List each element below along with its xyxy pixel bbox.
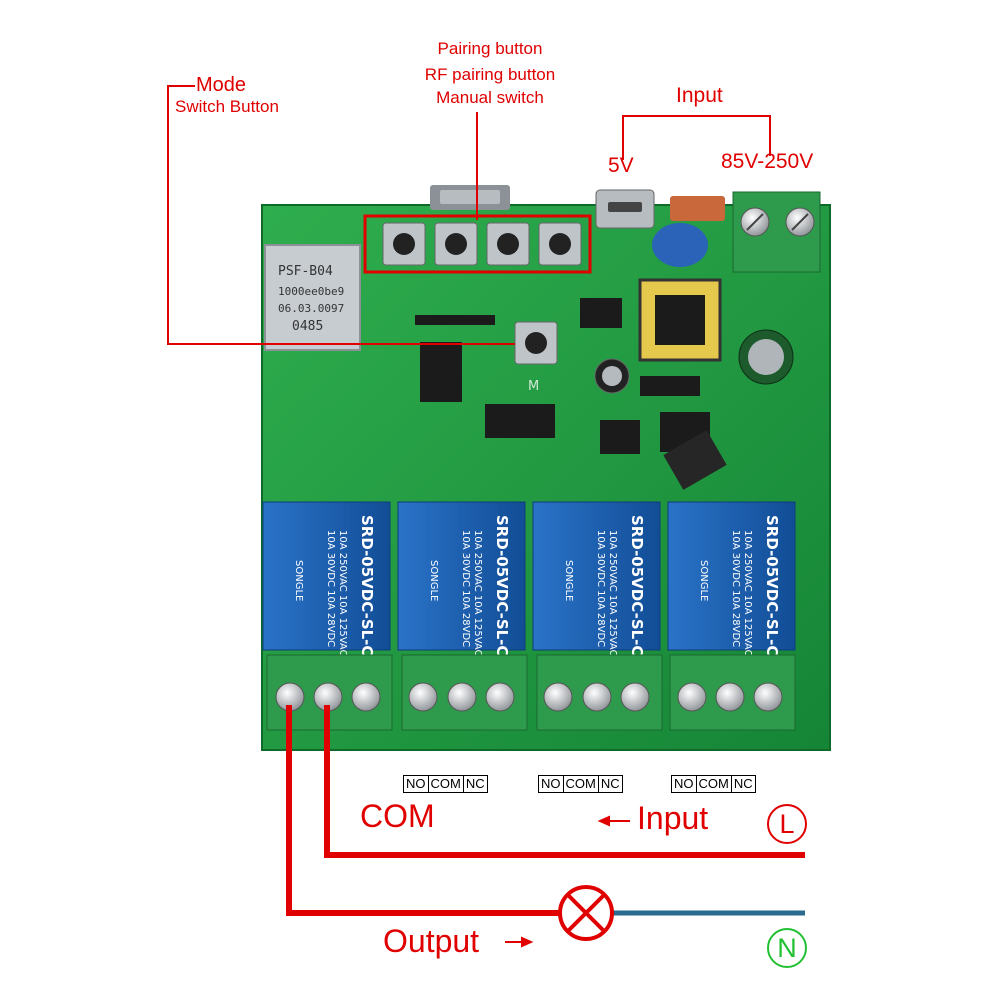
relay-1: SRD-05VDC-SL-C SONGLE 10A 250VAC 10A 125…: [262, 501, 391, 657]
relay-2-brand: SONGLE: [428, 560, 439, 601]
wiring: [286, 705, 805, 948]
mode-leader-line: [167, 85, 515, 345]
com-label: COM: [360, 798, 435, 834]
relay-1-model: SRD-05VDC-SL-C: [358, 515, 376, 656]
terminal-label-relay-3: NO COM NC: [538, 775, 623, 793]
pairing-buttons: [382, 222, 582, 266]
relay-1-rating-1: 10A 250VAC 10A 125VAC: [337, 530, 348, 657]
input-bracket: [622, 115, 771, 160]
relay-4-brand: SONGLE: [698, 560, 709, 601]
wifi-module-line-1: PSF-B04: [278, 264, 333, 279]
relay-4-rating-2: 10A 30VDC 10A 28VDC: [730, 530, 741, 647]
output-terminals: [266, 654, 796, 731]
input-top-label: Input: [676, 84, 723, 107]
wifi-module-line-2: 1000ee0be9: [278, 285, 344, 298]
relay-2: SRD-05VDC-SL-C SONGLE 10A 250VAC 10A 125…: [397, 501, 526, 657]
terminal-label-relay-2: NO COM NC: [403, 775, 488, 793]
mode-button-mark: M: [528, 379, 539, 394]
neutral-symbol: N: [767, 928, 807, 968]
rf-pairing-button-label: RF pairing button: [424, 65, 556, 84]
relay-3-model: SRD-05VDC-SL-C: [628, 515, 646, 656]
relay-3-rating-1: 10A 250VAC 10A 125VAC: [607, 530, 618, 657]
terminal-nc-label: NC: [730, 776, 755, 792]
relay-1-rating-2: 10A 30VDC 10A 28VDC: [325, 530, 336, 647]
relay-2-rating-2: 10A 30VDC 10A 28VDC: [460, 530, 471, 647]
relay-4-rating-1: 10A 250VAC 10A 125VAC: [742, 530, 753, 657]
input-bottom-label: Input: [637, 800, 709, 836]
terminal-no-label: NO: [406, 776, 426, 791]
line-symbol: L: [767, 804, 807, 844]
switch-button-label: Switch Button: [175, 97, 279, 116]
terminal-nc-label: NC: [597, 776, 622, 792]
relay-3: SRD-05VDC-SL-C SONGLE 10A 250VAC 10A 125…: [532, 501, 661, 657]
five-volt-label: 5V: [608, 154, 634, 177]
wifi-module-line-3: 06.03.0097: [278, 302, 344, 315]
lamp-symbol: [558, 885, 614, 941]
relay-1-brand: SONGLE: [293, 560, 304, 601]
ac-range-label: 85V-250V: [721, 150, 814, 173]
wifi-module: PSF-B04 1000ee0be9 06.03.0097 0485: [264, 244, 361, 351]
terminal-com-label: COM: [695, 776, 731, 792]
wifi-module-line-4: 0485: [292, 319, 323, 334]
pairing-button-label: Pairing button: [437, 39, 543, 58]
relay-3-rating-2: 10A 30VDC 10A 28VDC: [595, 530, 606, 647]
terminal-com-label: COM: [427, 776, 463, 792]
output-label: Output: [383, 923, 480, 959]
relay-2-model: SRD-05VDC-SL-C: [493, 515, 511, 656]
com-wire: [324, 705, 805, 858]
terminal-nc-label: NC: [462, 776, 487, 792]
ac-input-terminal: [732, 191, 821, 273]
relay-2-rating-1: 10A 250VAC 10A 125VAC: [472, 530, 483, 657]
output-arrow: [505, 936, 534, 948]
terminal-no-label: NO: [674, 776, 694, 791]
relay-4: SRD-05VDC-SL-C SONGLE 10A 250VAC 10A 125…: [667, 501, 796, 657]
terminal-com-label: COM: [562, 776, 598, 792]
annotation-lines: [167, 85, 771, 345]
terminal-no-label: NO: [541, 776, 561, 791]
manual-switch-label: Manual switch: [436, 88, 544, 107]
output-wire: [286, 705, 560, 916]
relay-3-brand: SONGLE: [563, 560, 574, 601]
mode-label: Mode: [196, 74, 247, 96]
input-arrow: [597, 815, 630, 827]
relay-4-model: SRD-05VDC-SL-C: [763, 515, 781, 656]
terminal-label-relay-4: NO COM NC: [671, 775, 756, 793]
